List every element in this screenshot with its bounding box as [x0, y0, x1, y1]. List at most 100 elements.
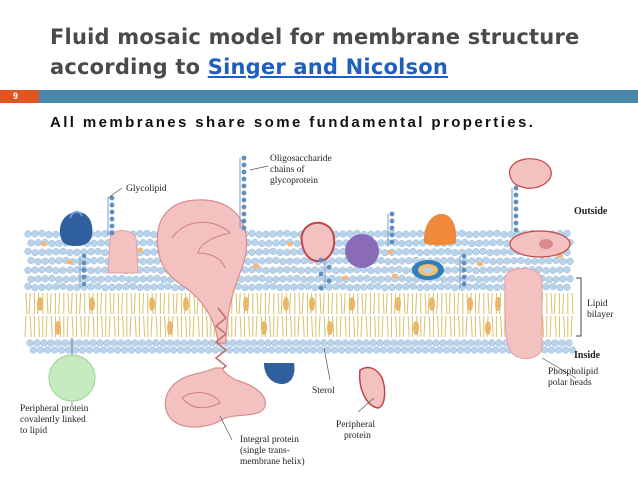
sterol-molecule	[495, 297, 501, 311]
lipid-head	[547, 346, 556, 354]
lipid-head	[236, 339, 244, 347]
lipid-head	[372, 346, 381, 354]
lipid-head	[253, 346, 262, 354]
lipid-head	[468, 274, 476, 282]
label-peripheral-covalent-2: covalently linked	[20, 415, 86, 425]
lipid-head	[435, 346, 444, 354]
lipid-head	[45, 283, 53, 291]
lipid-head	[36, 346, 45, 354]
lipid-head	[73, 266, 81, 274]
sugar-bead	[81, 253, 87, 259]
sterol-molecule	[243, 297, 249, 311]
lipid-head	[113, 346, 122, 354]
lipid-tail	[386, 315, 389, 338]
lipid-head	[545, 276, 553, 284]
lipid-head	[381, 284, 389, 292]
lipid-head	[111, 275, 119, 283]
lipid-tail	[403, 292, 406, 315]
sterol-molecule	[395, 297, 401, 311]
lipid-tail	[298, 292, 301, 315]
lipid-head	[173, 339, 181, 347]
lipid-head	[59, 247, 67, 256]
lipid-head	[439, 339, 447, 347]
lipid-head	[251, 275, 259, 283]
lipid-head	[101, 284, 109, 292]
lipid-head	[297, 283, 305, 291]
lipid-head	[551, 339, 559, 347]
lipid-head	[349, 275, 357, 283]
lipid-tail	[361, 292, 364, 315]
lipid-head	[405, 239, 413, 247]
lipid-tail	[373, 292, 376, 315]
lipid-head	[475, 276, 483, 284]
lipid-head	[286, 275, 294, 283]
lipid-head	[127, 346, 136, 354]
lipid-head	[204, 346, 213, 354]
lipid-tail	[67, 292, 70, 315]
lipid-head	[255, 230, 263, 239]
lipid-head	[146, 275, 154, 283]
lipid-head	[339, 282, 347, 291]
lipid-head	[143, 266, 151, 274]
lipid-head	[381, 230, 389, 238]
lipid-head	[29, 346, 38, 354]
lipid-head	[395, 230, 403, 239]
lipid-head	[248, 248, 256, 256]
lipid-tail	[570, 315, 573, 338]
lipid-tail	[142, 292, 145, 315]
lipid-head	[566, 257, 574, 265]
lipid-head	[297, 266, 305, 275]
lipid-head	[145, 339, 153, 347]
lipid-tail	[238, 292, 241, 315]
lipid-tail	[58, 292, 61, 315]
protein-top-right	[509, 158, 552, 189]
peripheral-protein-inner	[358, 366, 386, 409]
sugar-bead	[81, 260, 87, 266]
lipid-head	[402, 230, 410, 238]
lipid-head	[43, 346, 52, 354]
lipid-head	[377, 239, 385, 247]
sugar-bead	[513, 206, 519, 212]
lipid-head	[542, 266, 550, 275]
sugar-bead	[81, 267, 87, 273]
lipid-tail	[340, 292, 343, 315]
lipid-head	[384, 275, 392, 283]
sugar-bead	[241, 197, 247, 203]
lipid-head	[544, 339, 552, 347]
lipid-tail	[112, 292, 115, 315]
lipid-head	[38, 229, 46, 238]
lipid-head	[48, 257, 56, 265]
lipid-head	[400, 346, 409, 354]
lipid-tail	[239, 315, 242, 338]
lipid-head	[78, 346, 87, 354]
lipid-head	[38, 283, 46, 291]
lipid-head	[103, 339, 111, 347]
lipid-head	[262, 248, 270, 256]
label-peripheral-covalent-3: to lipid	[20, 426, 47, 436]
lipid-head	[507, 230, 515, 238]
sugar-bead	[461, 260, 467, 266]
lipid-head	[377, 256, 385, 265]
lipid-head	[374, 230, 382, 238]
lipid-head	[449, 346, 458, 354]
lipid-tail	[319, 292, 322, 315]
lipid-head	[34, 275, 42, 283]
lipid-head	[248, 229, 256, 238]
oligosaccharide-chains	[79, 155, 519, 291]
lipid-head	[265, 239, 273, 247]
lipid-tail	[108, 315, 111, 338]
lipid-head	[96, 339, 104, 347]
lipid-orange-head	[252, 263, 260, 269]
lipid-head	[101, 248, 109, 257]
sugar-bead	[513, 185, 519, 191]
singer-nicolson-link[interactable]: Singer and Nicolson	[207, 55, 448, 79]
lipid-tail	[458, 315, 461, 338]
sugar-bead	[109, 230, 115, 236]
lipid-head	[388, 283, 396, 291]
label-oligosaccharide-2: chains of	[270, 164, 305, 175]
lipid-head	[482, 256, 490, 265]
lipid-head	[446, 339, 454, 347]
lipid-head	[335, 239, 343, 247]
lipid-head	[545, 257, 553, 265]
lipid-head	[334, 339, 342, 347]
